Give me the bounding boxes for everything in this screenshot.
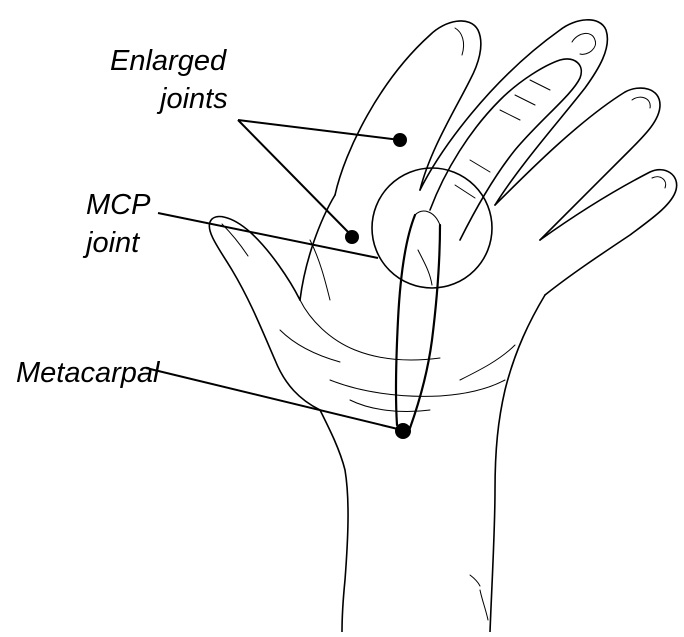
enlarged-joint-dot-upper xyxy=(393,133,407,147)
enlarged-joint-dot-lower xyxy=(345,230,359,244)
label-joints: joints xyxy=(160,82,228,116)
leader-lines xyxy=(146,120,402,430)
metacarpal-dot xyxy=(395,423,411,439)
label-mcp-joint: joint xyxy=(86,226,139,260)
hand-outline xyxy=(209,20,676,632)
finger-bones xyxy=(396,59,581,428)
label-enlarged: Enlarged xyxy=(110,44,226,78)
label-mcp: MCP xyxy=(86,188,150,222)
mcp-joint-circle xyxy=(372,168,492,288)
label-metacarpal: Metacarpal xyxy=(16,356,159,390)
